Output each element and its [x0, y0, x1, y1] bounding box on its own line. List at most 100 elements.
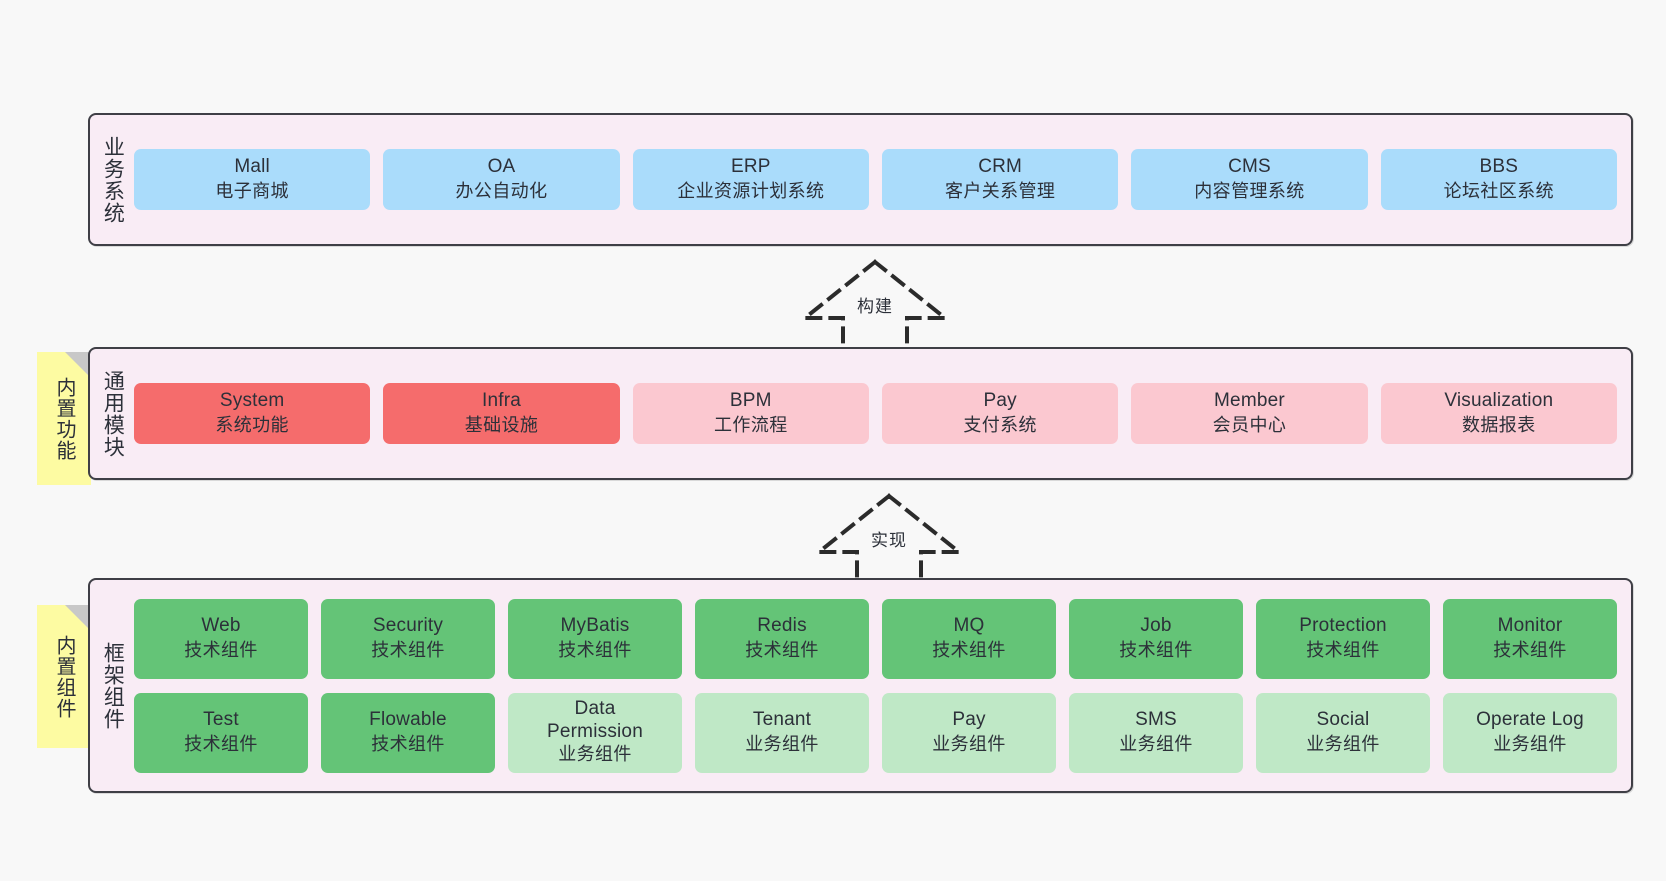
- card-web[interactable]: Web 技术组件: [134, 598, 308, 679]
- card-title-cn: 技术组件: [371, 734, 445, 755]
- layer-title-business-system: 业务系统: [101, 135, 125, 224]
- card-sms[interactable]: SMS 业务组件: [1069, 692, 1243, 773]
- card-row: Test 技术组件 Flowable 技术组件 Data Permission …: [134, 692, 1617, 773]
- card-title-cn: 业务组件: [932, 734, 1006, 755]
- card-title-en: ERP: [730, 156, 771, 178]
- card-title-cn: 技术组件: [558, 640, 632, 661]
- card-title-cn: 办公自动化: [455, 181, 548, 202]
- card-title-cn: 客户关系管理: [944, 181, 1056, 202]
- card-title-cn: 业务组件: [1493, 734, 1567, 755]
- card-title-en: SMS: [1135, 709, 1177, 731]
- card-mybatis[interactable]: MyBatis 技术组件: [508, 598, 682, 679]
- layer-title-common-module: 通用模块: [101, 369, 125, 458]
- note-fold-corner-icon: [65, 352, 91, 378]
- card-title-en: Flowable: [369, 709, 447, 731]
- card-oa[interactable]: OA 办公自动化: [383, 149, 620, 210]
- arrow-label-build: 构建: [857, 297, 893, 316]
- card-title-en: Visualization: [1444, 390, 1554, 412]
- card-title-en: Infra: [481, 390, 521, 412]
- card-row: Web 技术组件 Security 技术组件 MyBatis 技术组件 Redi…: [134, 598, 1617, 679]
- card-pay[interactable]: Pay 支付系统: [881, 383, 1119, 444]
- card-title-en: Monitor: [1497, 615, 1563, 637]
- card-member[interactable]: Member 会员中心: [1131, 383, 1368, 444]
- card-title-en: MQ: [953, 615, 985, 637]
- card-title-en: Pay: [983, 390, 1017, 412]
- card-title-en: Pay: [952, 709, 986, 731]
- card-title-en: Redis: [757, 615, 807, 637]
- card-title-cn: 业务组件: [558, 744, 632, 765]
- card-protection[interactable]: Protection 技术组件: [1256, 598, 1430, 679]
- card-title-cn: 电子商城: [215, 181, 289, 202]
- card-mall[interactable]: Mall 电子商城: [134, 149, 371, 210]
- layer-framework-component[interactable]: 框架组件 Web 技术组件 Security 技术组件 MyBatis 技术组件…: [88, 578, 1633, 793]
- card-redis[interactable]: Redis 技术组件: [695, 598, 869, 679]
- card-row: Mall 电子商城 OA 办公自动化 ERP 企业资源计划系统 CRM 客户关系…: [134, 149, 1617, 210]
- card-title-en: Mall: [234, 156, 270, 178]
- card-title-en: BBS: [1479, 156, 1519, 178]
- card-security[interactable]: Security 技术组件: [321, 598, 495, 679]
- card-title-cn: 技术组件: [1493, 640, 1567, 661]
- card-title-cn: 技术组件: [1119, 640, 1193, 661]
- card-title-cn: 业务组件: [745, 734, 819, 755]
- note-label: 内置组件: [53, 634, 75, 719]
- card-title-cn: 技术组件: [371, 640, 445, 661]
- card-infra[interactable]: Infra 基础设施: [383, 383, 620, 444]
- card-row: System 系统功能 Infra 基础设施 BPM 工作流程 Pay 支付系统…: [134, 383, 1617, 444]
- card-tenant[interactable]: Tenant 业务组件: [695, 692, 869, 773]
- card-monitor[interactable]: Monitor 技术组件: [1443, 598, 1617, 679]
- card-title-en: Operate Log: [1476, 709, 1584, 731]
- card-title-en: Job: [1140, 615, 1172, 637]
- card-mq[interactable]: MQ 技术组件: [882, 598, 1056, 679]
- note-builtin-function[interactable]: 内置功能: [37, 352, 91, 485]
- layer-body-common-module: System 系统功能 Infra 基础设施 BPM 工作流程 Pay 支付系统…: [134, 349, 1631, 478]
- card-visualization[interactable]: Visualization 数据报表: [1380, 383, 1617, 444]
- layer-business-system[interactable]: 业务系统 Mall 电子商城 OA 办公自动化 ERP 企业资源计划系统 CRM…: [88, 113, 1633, 246]
- card-title-en: System: [219, 390, 285, 412]
- card-title-cn: 技术组件: [932, 640, 1006, 661]
- card-title-cn: 会员中心: [1212, 415, 1287, 436]
- card-title-en: CRM: [978, 156, 1023, 178]
- card-erp[interactable]: ERP 企业资源计划系统: [632, 149, 869, 210]
- note-builtin-component[interactable]: 内置组件: [37, 605, 91, 748]
- card-title-en: Security: [372, 615, 444, 637]
- card-title-cn: 内容管理系统: [1194, 181, 1305, 202]
- card-title-cn: 企业资源计划系统: [677, 181, 825, 202]
- card-title-en: Protection: [1299, 615, 1387, 637]
- card-title-en: Web: [201, 615, 241, 637]
- card-title-cn: 基础设施: [464, 415, 539, 436]
- card-title-cn: 技术组件: [1306, 640, 1380, 661]
- card-title-en: Tenant: [752, 709, 812, 731]
- layer-common-module[interactable]: 通用模块 System 系统功能 Infra 基础设施 BPM 工作流程 Pay…: [88, 347, 1633, 480]
- card-title-en: Data Permission: [547, 698, 643, 742]
- card-title-en: Member: [1214, 390, 1285, 412]
- card-job[interactable]: Job 技术组件: [1069, 598, 1243, 679]
- card-bbs[interactable]: BBS 论坛社区系统: [1380, 149, 1617, 210]
- arrow-outline-path: [799, 259, 951, 355]
- card-title-en: MyBatis: [560, 615, 630, 637]
- card-title-cn: 业务组件: [1119, 734, 1193, 755]
- arrow-implement: 实现: [813, 492, 965, 589]
- card-flowable[interactable]: Flowable 技术组件: [321, 692, 495, 773]
- arrow-label-implement: 实现: [871, 531, 907, 550]
- card-title-cn: 技术组件: [184, 734, 258, 755]
- card-data-permission[interactable]: Data Permission 业务组件: [508, 692, 682, 773]
- card-operate-log[interactable]: Operate Log 业务组件: [1443, 692, 1617, 773]
- arrow-outline-path: [813, 493, 965, 589]
- card-system[interactable]: System 系统功能: [134, 383, 371, 444]
- card-cms[interactable]: CMS 内容管理系统: [1131, 149, 1368, 210]
- card-title-cn: 技术组件: [745, 640, 819, 661]
- card-title-cn: 论坛社区系统: [1443, 181, 1554, 202]
- arrow-build: 构建: [799, 258, 951, 355]
- card-test[interactable]: Test 技术组件: [134, 692, 308, 773]
- layer-body-framework-component: Web 技术组件 Security 技术组件 MyBatis 技术组件 Redi…: [134, 580, 1631, 791]
- card-title-cn: 技术组件: [184, 640, 258, 661]
- card-title-en: CMS: [1228, 156, 1271, 178]
- layer-body-business-system: Mall 电子商城 OA 办公自动化 ERP 企业资源计划系统 CRM 客户关系…: [134, 115, 1631, 244]
- card-pay-component[interactable]: Pay 业务组件: [882, 692, 1056, 773]
- card-bpm[interactable]: BPM 工作流程: [632, 383, 869, 444]
- note-fold-corner-icon: [65, 605, 91, 631]
- note-label: 内置功能: [53, 376, 75, 461]
- card-crm[interactable]: CRM 客户关系管理: [881, 149, 1119, 210]
- card-title-en: OA: [487, 156, 516, 178]
- card-social[interactable]: Social 业务组件: [1256, 692, 1430, 773]
